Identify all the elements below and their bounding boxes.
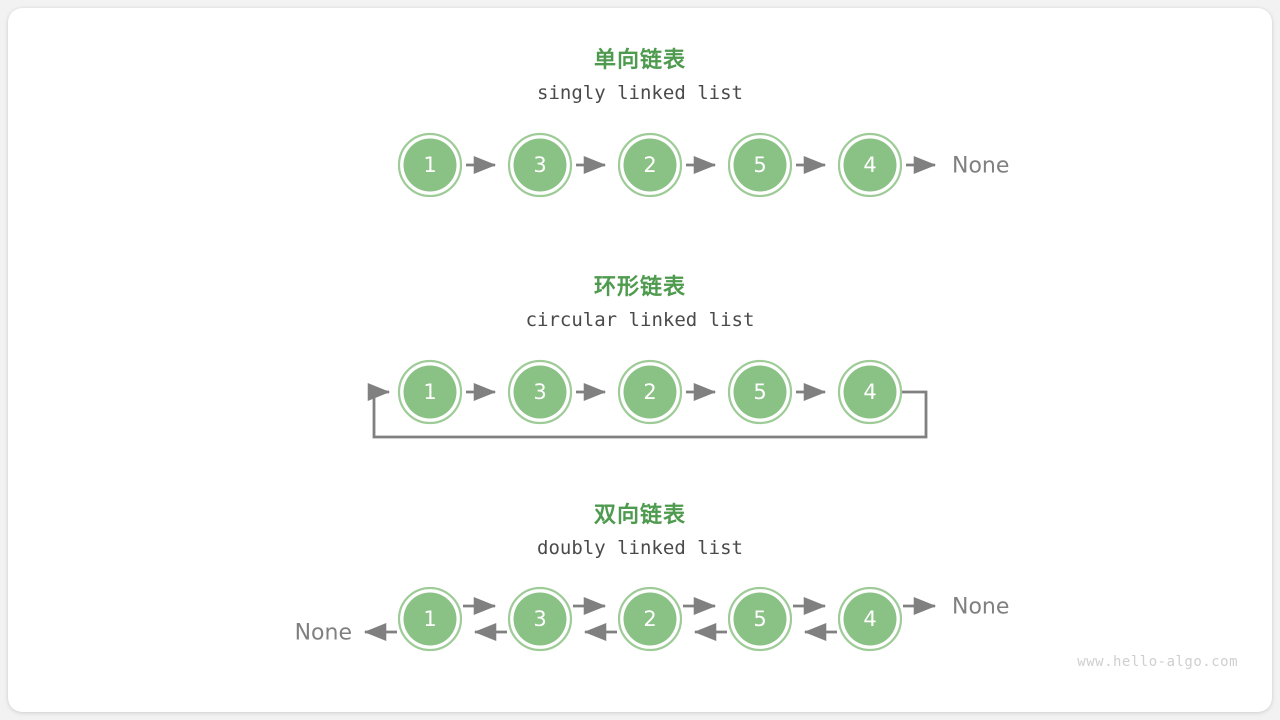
singly-node-1: 1 xyxy=(397,132,463,198)
circular-title-zh: 环形链表 xyxy=(593,275,686,300)
doubly-node-5-label: 4 xyxy=(863,607,876,631)
doubly-head-none-label: None xyxy=(295,621,352,646)
singly-node-2-label: 3 xyxy=(533,153,546,177)
circular-node-2-label: 3 xyxy=(533,380,546,404)
site-watermark: www.hello-algo.com xyxy=(1077,654,1238,670)
singly-tail-none-label: None xyxy=(952,154,1009,179)
singly-title-zh: 单向链表 xyxy=(593,48,686,73)
doubly-title-zh: 双向链表 xyxy=(593,503,686,528)
singly-title-en: singly linked list xyxy=(537,82,743,104)
doubly-node-2-label: 3 xyxy=(533,607,546,631)
circular-node-4: 5 xyxy=(727,359,793,425)
circular-node-3: 2 xyxy=(617,359,683,425)
doubly-node-3-label: 2 xyxy=(643,607,656,631)
singly-node-5: 4 xyxy=(837,132,903,198)
circular-node-5-label: 4 xyxy=(863,380,876,404)
circular-node-1: 1 xyxy=(397,359,463,425)
circular-loop-path xyxy=(367,383,928,439)
doubly-tail-none-label: None xyxy=(952,595,1009,620)
linked-list-graphics: 1 3 2 5 4 None xyxy=(295,132,1009,652)
singly-node-5-label: 4 xyxy=(863,153,876,177)
circular-node-3-label: 2 xyxy=(643,380,656,404)
singly-node-3: 2 xyxy=(617,132,683,198)
singly-node-1-label: 1 xyxy=(423,153,436,177)
diagram-card: 单向链表 singly linked list 环形链表 circular li… xyxy=(8,8,1272,712)
singly-node-4: 5 xyxy=(727,132,793,198)
doubly-node-1: 1 xyxy=(397,586,463,652)
circular-title-en: circular linked list xyxy=(525,309,755,331)
circular-node-5: 4 xyxy=(837,359,903,425)
circular-node-2: 3 xyxy=(507,359,573,425)
doubly-node-3: 2 xyxy=(617,586,683,652)
singly-node-4-label: 5 xyxy=(753,153,766,177)
doubly-node-4: 5 xyxy=(727,586,793,652)
doubly-node-1-label: 1 xyxy=(423,607,436,631)
circular-node-4-label: 5 xyxy=(753,380,766,404)
doubly-node-5: 4 xyxy=(837,586,903,652)
circular-node-1-label: 1 xyxy=(423,380,436,404)
doubly-title-en: doubly linked list xyxy=(537,537,743,559)
singly-node-3-label: 2 xyxy=(643,153,656,177)
doubly-node-2: 3 xyxy=(507,586,573,652)
singly-node-2: 3 xyxy=(507,132,573,198)
doubly-node-4-label: 5 xyxy=(753,607,766,631)
